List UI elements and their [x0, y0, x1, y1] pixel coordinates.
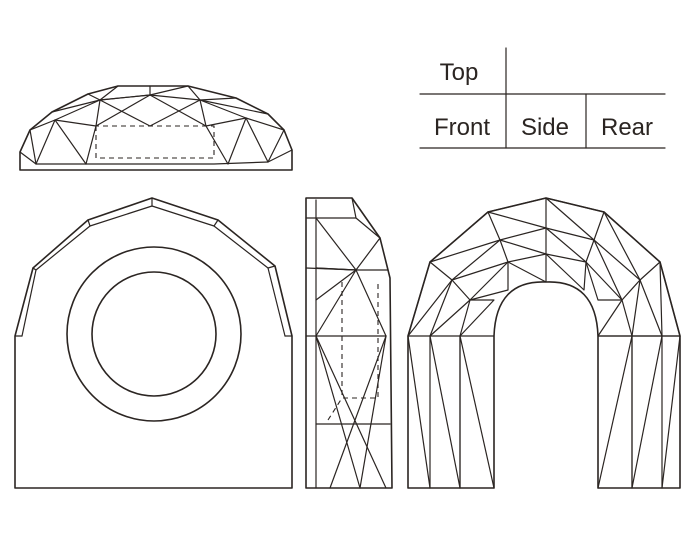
front-view-bevel: [21, 205, 286, 337]
top-view: [19, 85, 293, 171]
front-view-inner-circle: [91, 271, 217, 397]
view-legend: Top Front Side Rear: [419, 47, 666, 149]
top-view-hidden-edges: [95, 125, 215, 159]
rear-view: [407, 197, 681, 489]
legend-front-label: Front: [434, 114, 490, 141]
front-view-outline: [14, 197, 293, 489]
legend-top-label: Top: [440, 59, 479, 86]
side-view: [305, 197, 393, 489]
legend-rear-label: Rear: [601, 114, 653, 141]
front-view-outer-circle: [66, 246, 242, 422]
side-view-hidden-edges: [341, 282, 379, 399]
front-view: [14, 197, 293, 489]
top-view-lower-ring: [19, 149, 293, 165]
top-view-upper-ring: [29, 94, 285, 131]
rear-view-outline: [407, 197, 681, 489]
legend-side-label: Side: [521, 114, 569, 141]
